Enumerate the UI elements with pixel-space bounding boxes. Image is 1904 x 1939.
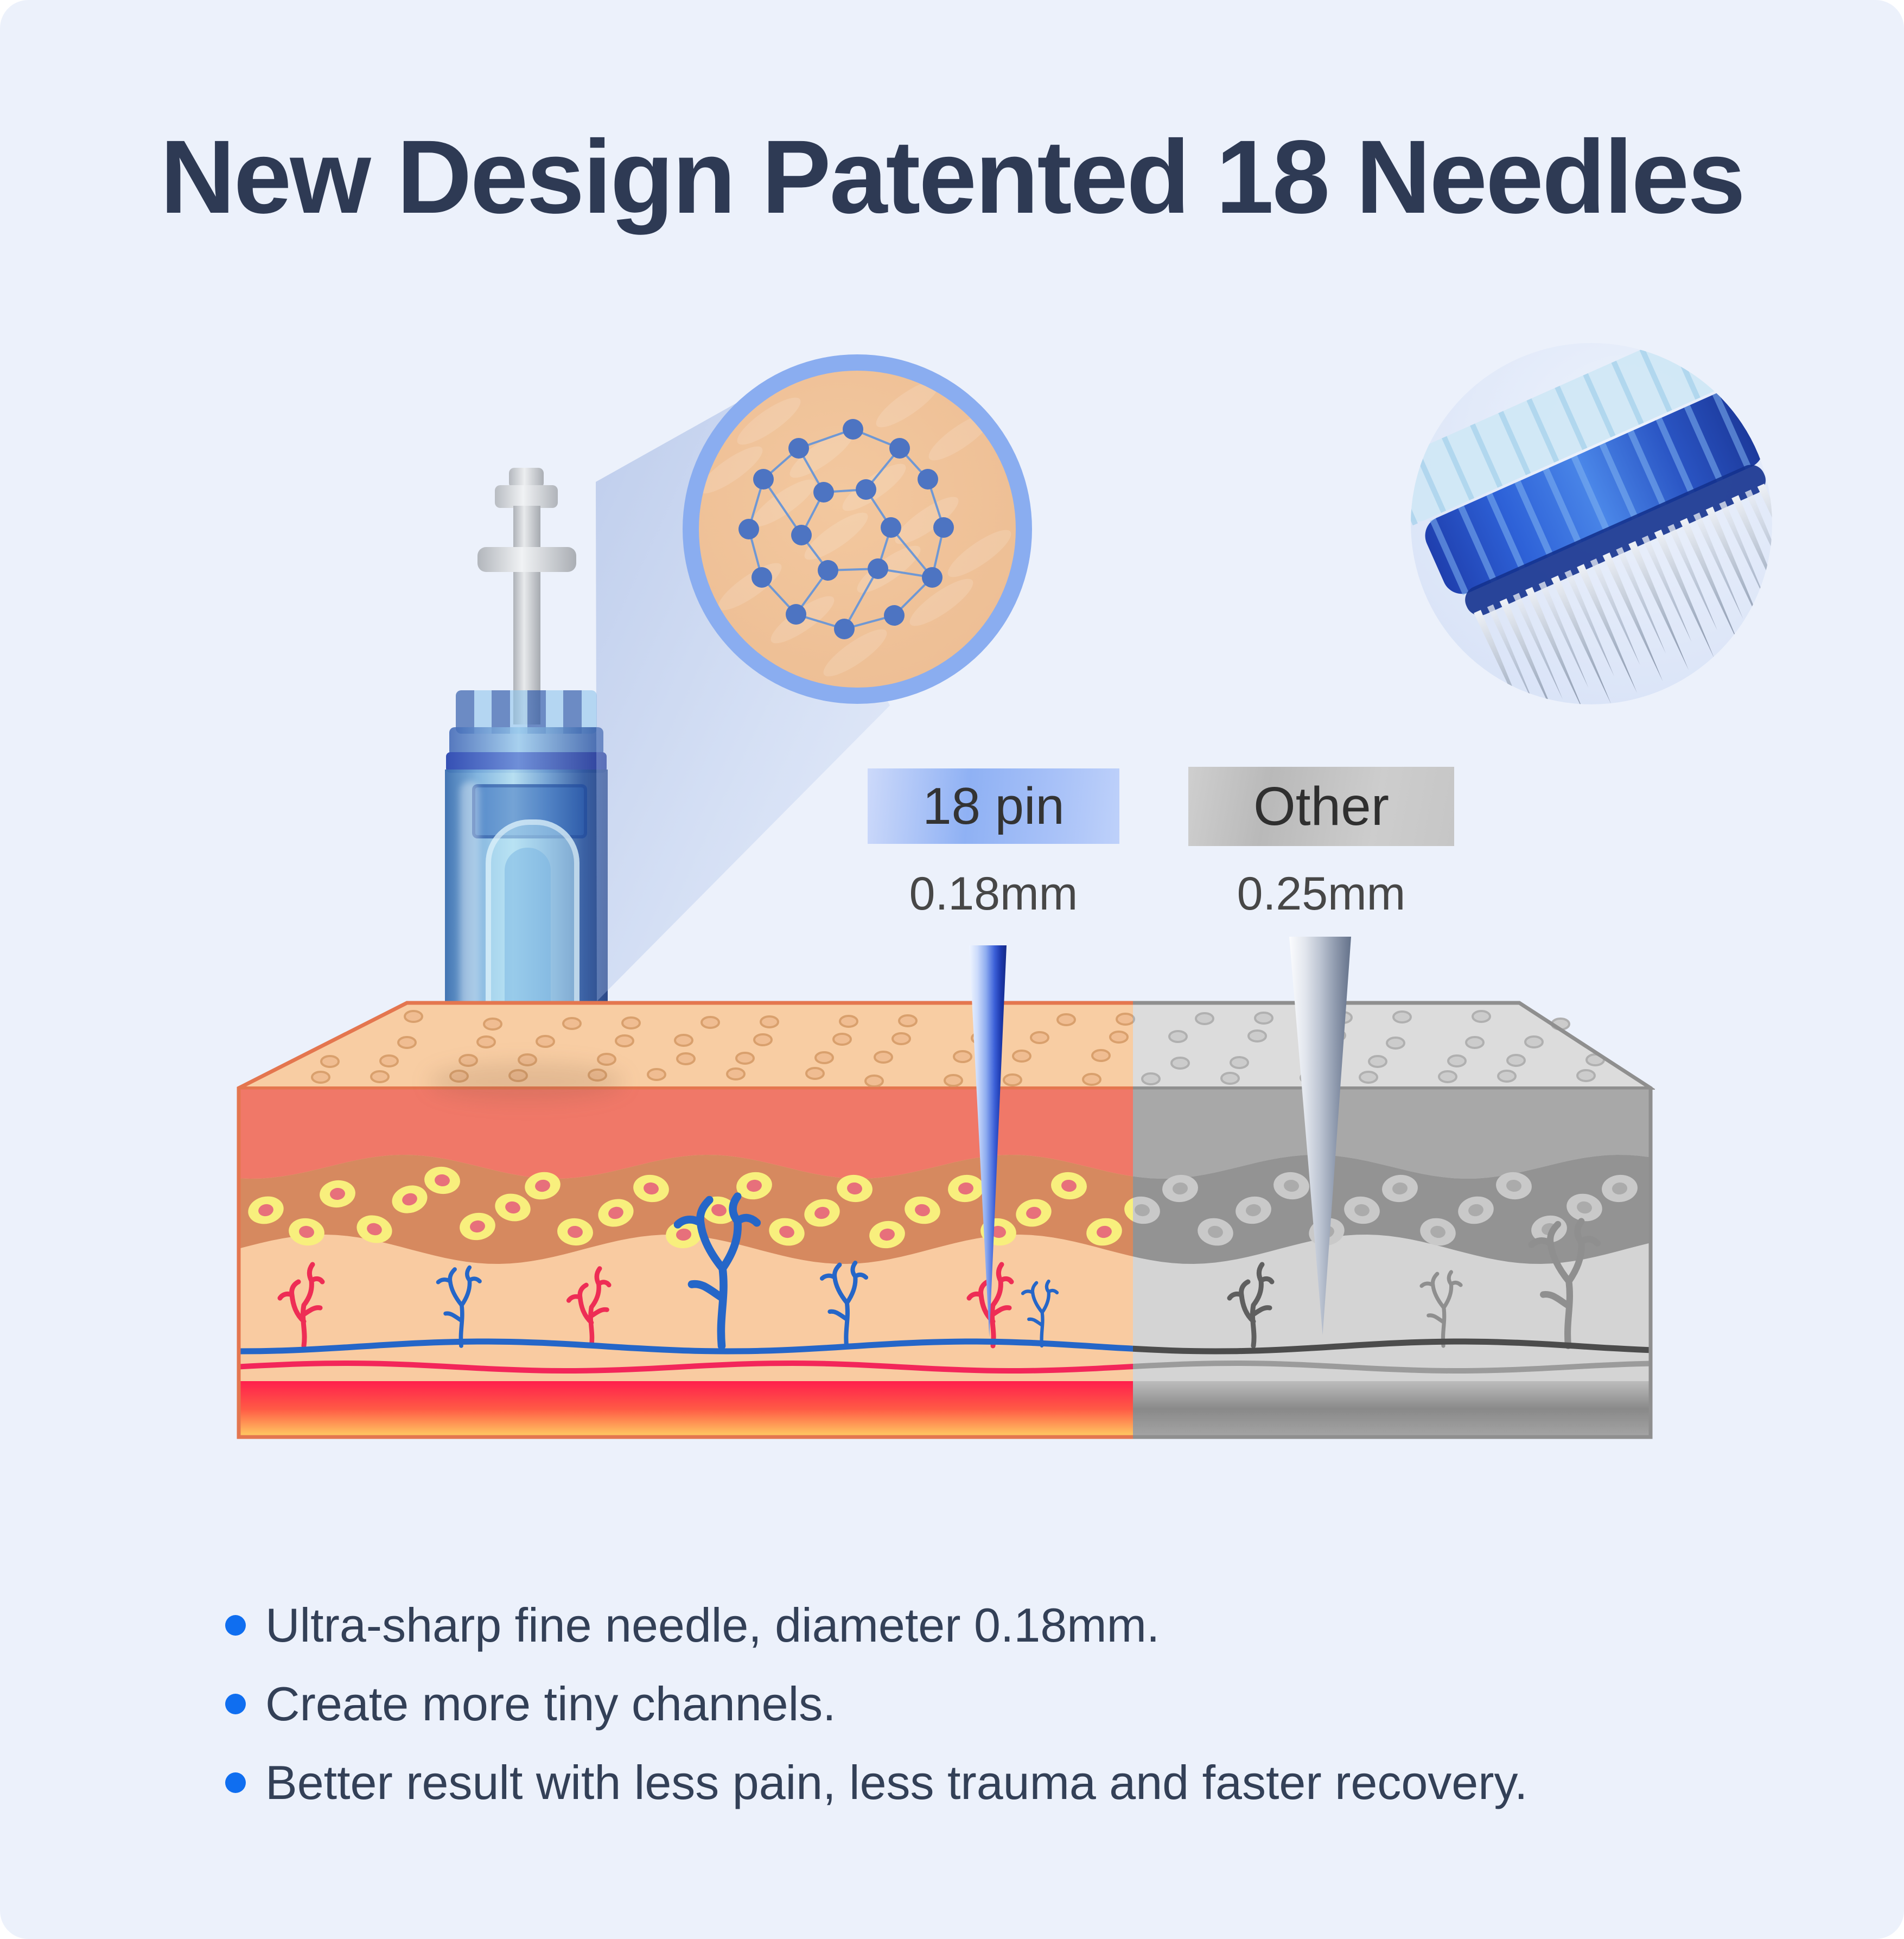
bullet-dot-icon <box>225 1693 246 1714</box>
bullet-dot-icon <box>225 1614 246 1636</box>
device-crown <box>456 690 597 734</box>
label-18pin-text: 18 pin <box>922 777 1065 835</box>
device-plunger-flange <box>477 547 576 572</box>
device-plunger-cap-top <box>509 468 544 488</box>
needle-head-closeup-circle <box>1411 343 1772 704</box>
bullet-text: Better result with less pain, less traum… <box>265 1755 1528 1809</box>
device-plunger-upper-rod <box>513 506 540 550</box>
skin-cross-section-colored <box>195 999 1133 1449</box>
feature-bullet: Create more tiny channels. <box>225 1664 1799 1743</box>
label-other-box: Other <box>1188 767 1454 846</box>
device-plunger-cap <box>495 485 558 508</box>
label-18pin-box: 18 pin <box>868 768 1119 844</box>
bullet-dot-icon <box>225 1772 246 1793</box>
device-collar <box>449 727 603 756</box>
bullet-text: Ultra-sharp fine needle, diameter 0.18mm… <box>265 1598 1160 1652</box>
label-other-text: Other <box>1253 775 1390 837</box>
needle-pattern-magnifier-circle <box>678 350 1036 708</box>
device-shadow <box>429 1063 624 1101</box>
device-highlight <box>460 781 480 1026</box>
bullet-text: Create more tiny channels. <box>265 1676 836 1731</box>
device-ring <box>446 752 607 773</box>
device-inner-core <box>505 848 551 1027</box>
feature-bullet-list: Ultra-sharp fine needle, diameter 0.18mm… <box>225 1586 1799 1822</box>
feature-bullet: Ultra-sharp fine needle, diameter 0.18mm… <box>225 1586 1799 1664</box>
skin-cross-section-gray <box>1133 999 1655 1449</box>
diameter-other: 0.25mm <box>1237 868 1406 920</box>
diameter-18pin: 0.18mm <box>909 868 1078 920</box>
page-title: New Design Patented 18 Needles <box>160 118 1746 235</box>
feature-bullet: Better result with less pain, less traum… <box>225 1743 1799 1822</box>
